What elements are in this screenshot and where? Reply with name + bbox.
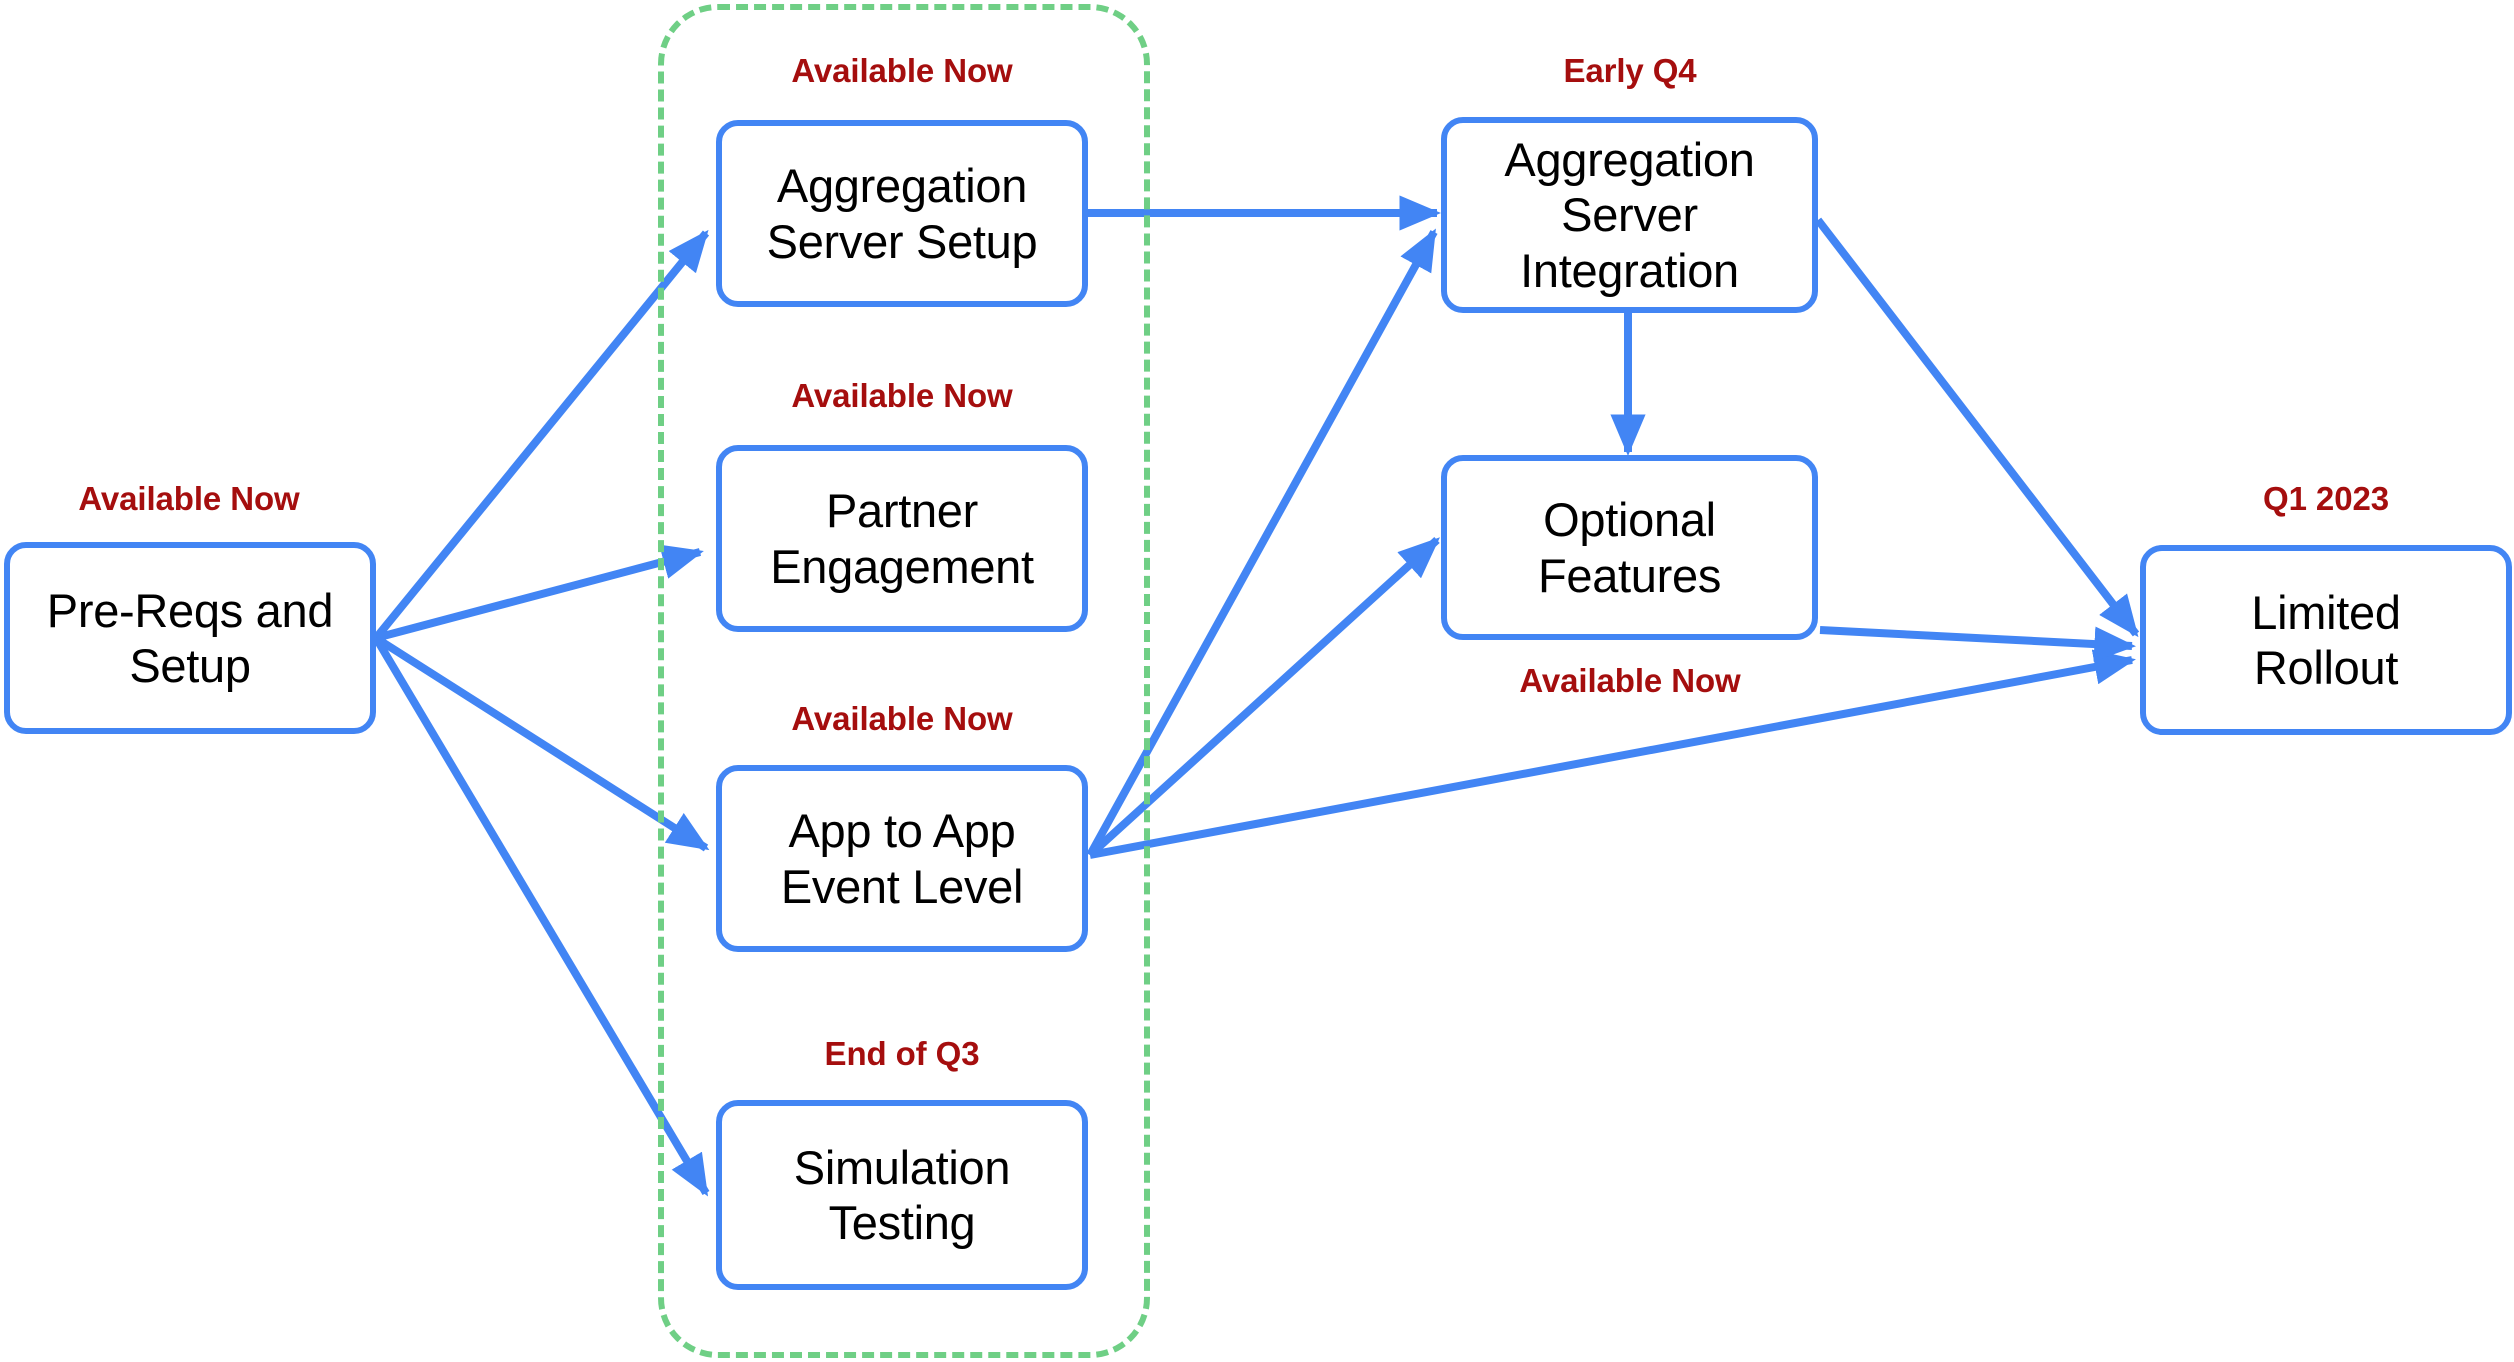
- node-partner-engagement[interactable]: Partner Engagement: [716, 445, 1088, 632]
- edge-prereqs-to-partner-engagement: [374, 544, 704, 642]
- edge-prereqs-to-aggregation-setup: [372, 229, 710, 641]
- node-label-app-to-app-event-level: App to App Event Level: [780, 804, 1024, 913]
- stage-label-pre-reqs-and-setup: Available Now: [78, 480, 300, 517]
- node-pre-reqs-and-setup[interactable]: Pre-Reqs and Setup: [4, 542, 376, 734]
- node-aggregation-server-integration[interactable]: Aggregation Server Integration: [1441, 117, 1818, 313]
- edge-integration-to-limited-rollout: [1814, 217, 2140, 638]
- node-label-partner-engagement: Partner Engagement: [770, 484, 1034, 593]
- node-aggregation-server-setup[interactable]: Aggregation Server Setup: [716, 120, 1088, 307]
- node-label-optional-features: Optional Features: [1537, 493, 1722, 602]
- edge-optional-features-to-limited-rollout: [1819, 626, 2136, 662]
- stage-label-partner-engagement: Available Now: [791, 377, 1013, 414]
- edge-prereqs-to-app-to-app: [373, 634, 710, 852]
- phase-group-container: [658, 4, 1150, 1358]
- node-app-to-app-event-level[interactable]: App to App Event Level: [716, 765, 1088, 952]
- node-limited-rollout[interactable]: Limited Rollout: [2140, 545, 2512, 735]
- node-label-simulation-testing: Simulation Testing: [793, 1140, 1011, 1249]
- node-label-aggregation-server-setup: Aggregation Server Setup: [766, 159, 1038, 268]
- stage-label-limited-rollout: Q1 2023: [2263, 480, 2389, 517]
- stage-label-aggregation-server-integration: Early Q4: [1563, 52, 1697, 89]
- node-label-limited-rollout: Limited Rollout: [2251, 585, 2401, 694]
- node-label-pre-reqs-and-setup: Pre-Reqs and Setup: [46, 583, 334, 692]
- node-label-aggregation-server-integration: Aggregation Server Integration: [1504, 132, 1755, 297]
- node-simulation-testing[interactable]: Simulation Testing: [716, 1100, 1088, 1290]
- stage-label-aggregation-server-setup: Available Now: [791, 52, 1013, 89]
- stage-label-app-to-app-event-level: Available Now: [791, 700, 1013, 737]
- node-optional-features[interactable]: Optional Features: [1441, 455, 1818, 640]
- stage-label-simulation-testing: End of Q3: [824, 1035, 980, 1072]
- edge-prereqs-to-simulation-testing: [372, 635, 710, 1197]
- stage-label-optional-features: Available Now: [1519, 662, 1741, 699]
